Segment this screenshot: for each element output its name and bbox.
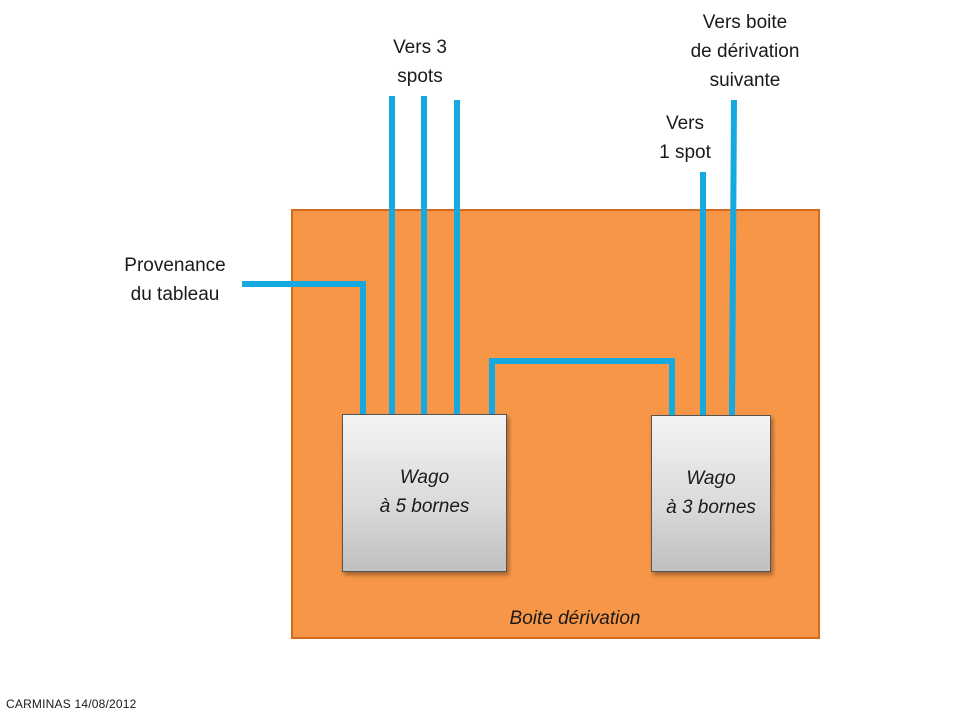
wago-3-terminals: Wago à 3 bornes xyxy=(651,415,771,572)
label-line: Vers boite xyxy=(702,12,788,33)
label-next-box: Vers boite de dérivation suivante xyxy=(650,8,840,95)
wire-link xyxy=(489,358,675,415)
label-line: du tableau xyxy=(130,284,220,305)
label-spots: Vers 3 spots xyxy=(360,33,480,91)
label-provenance: Provenance du tableau xyxy=(100,251,250,309)
wago3-subtitle: à 3 bornes xyxy=(666,497,756,518)
label-line: Vers 3 xyxy=(393,37,447,58)
label-line: 1 spot xyxy=(659,142,711,163)
label-line: suivante xyxy=(709,70,781,91)
label-line: Vers xyxy=(665,113,705,134)
box-label: Boite dérivation xyxy=(509,608,641,629)
label-one-spot: Vers 1 spot xyxy=(620,109,750,167)
wire-next-box xyxy=(729,99,737,416)
wago3-title: Wago xyxy=(686,468,736,489)
wago5-title: Wago xyxy=(399,467,450,488)
label-line: Provenance xyxy=(124,255,226,276)
label-line: spots xyxy=(397,66,443,87)
footer-credit: CARMINAS 14/08/2012 xyxy=(6,697,137,711)
wago-5-terminals: Wago à 5 bornes xyxy=(342,414,507,572)
wire-provenance xyxy=(242,281,366,414)
label-line: de dérivation xyxy=(690,41,800,62)
wago5-subtitle: à 5 bornes xyxy=(379,496,470,517)
